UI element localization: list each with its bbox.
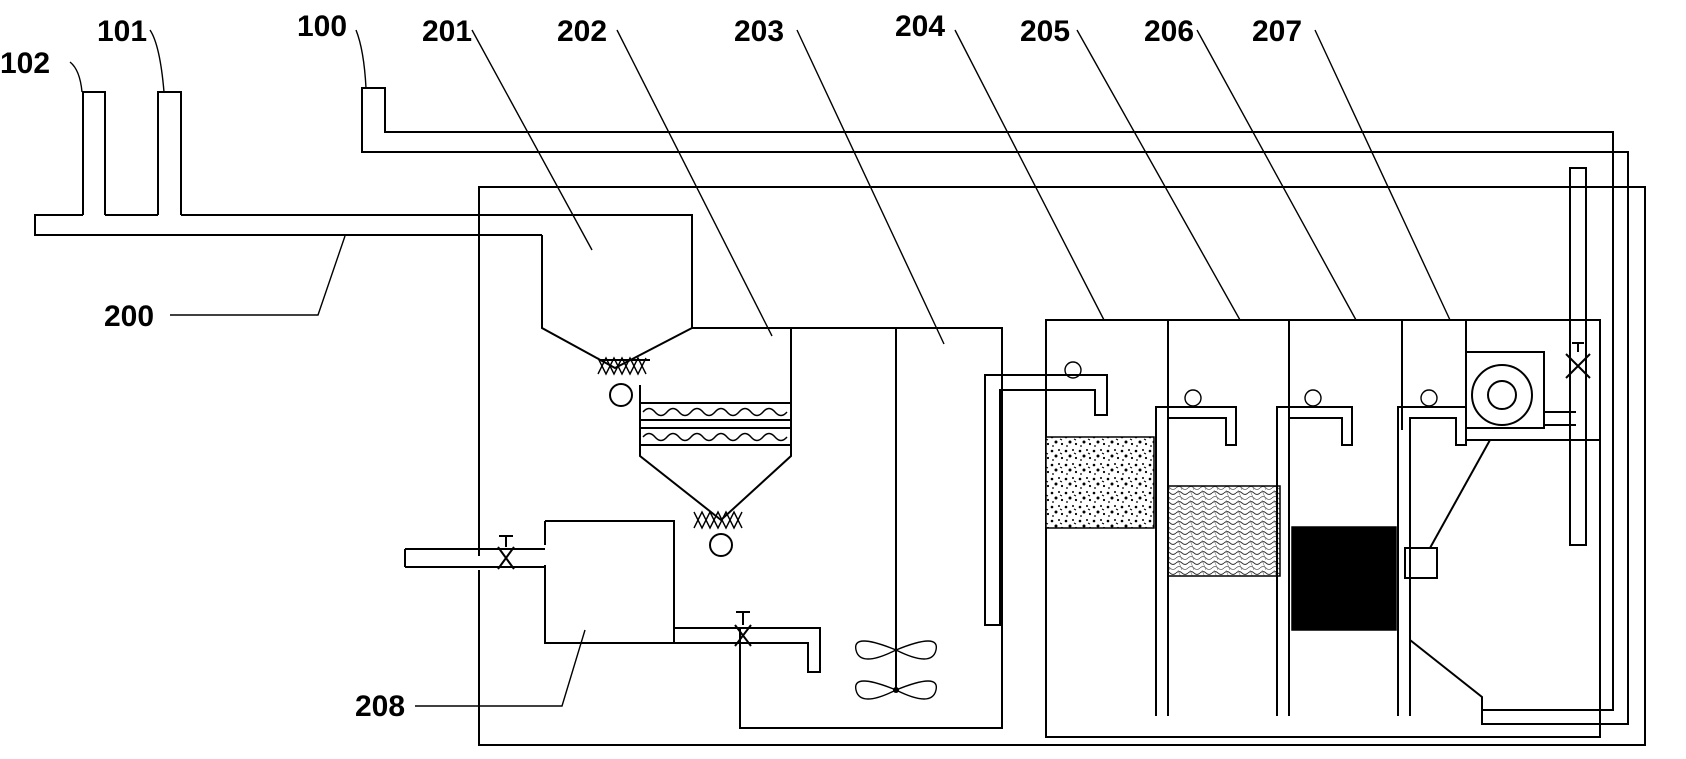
tank-202: [639, 327, 792, 557]
label-100: 100: [297, 10, 347, 43]
media-205-fiber: [1167, 485, 1281, 577]
inlet-pipe-101: [157, 91, 182, 215]
transfer-pipe-206-207: [1397, 389, 1467, 716]
label-101: 101: [97, 15, 147, 48]
label-206: 206: [1144, 15, 1194, 48]
outer-enclosure: [478, 186, 1646, 746]
label-201: 201: [422, 15, 472, 48]
collection-pipe-200: [34, 214, 693, 328]
label-203: 203: [734, 15, 784, 48]
reference-labels: 102 101 100 200 201 202 203 204 205 206 …: [0, 10, 1302, 723]
feed-pipe-203-to-204: [984, 361, 1108, 626]
transfer-pipe-204-205: [1155, 389, 1237, 716]
media-206-carbon: [1291, 526, 1397, 631]
tank-208: [404, 520, 675, 644]
label-202: 202: [557, 15, 607, 48]
label-200: 200: [104, 300, 154, 333]
leader-lines: [69, 29, 1451, 707]
label-102: 102: [0, 47, 50, 80]
exhaust-stack: [1565, 167, 1591, 546]
transfer-pipe-205-206: [1276, 389, 1353, 716]
tank-201: [541, 235, 693, 407]
tank-203: [739, 327, 1003, 729]
filter-block: [1045, 319, 1601, 738]
inlet-pipe-102: [82, 91, 106, 215]
media-204-gravel: [1045, 436, 1155, 529]
blower-fan: [1465, 351, 1576, 429]
pipe-202-to-203: [673, 530, 821, 673]
label-208: 208: [355, 690, 405, 723]
label-207: 207: [1252, 15, 1302, 48]
label-204: 204: [895, 10, 945, 43]
label-205: 205: [1020, 15, 1070, 48]
